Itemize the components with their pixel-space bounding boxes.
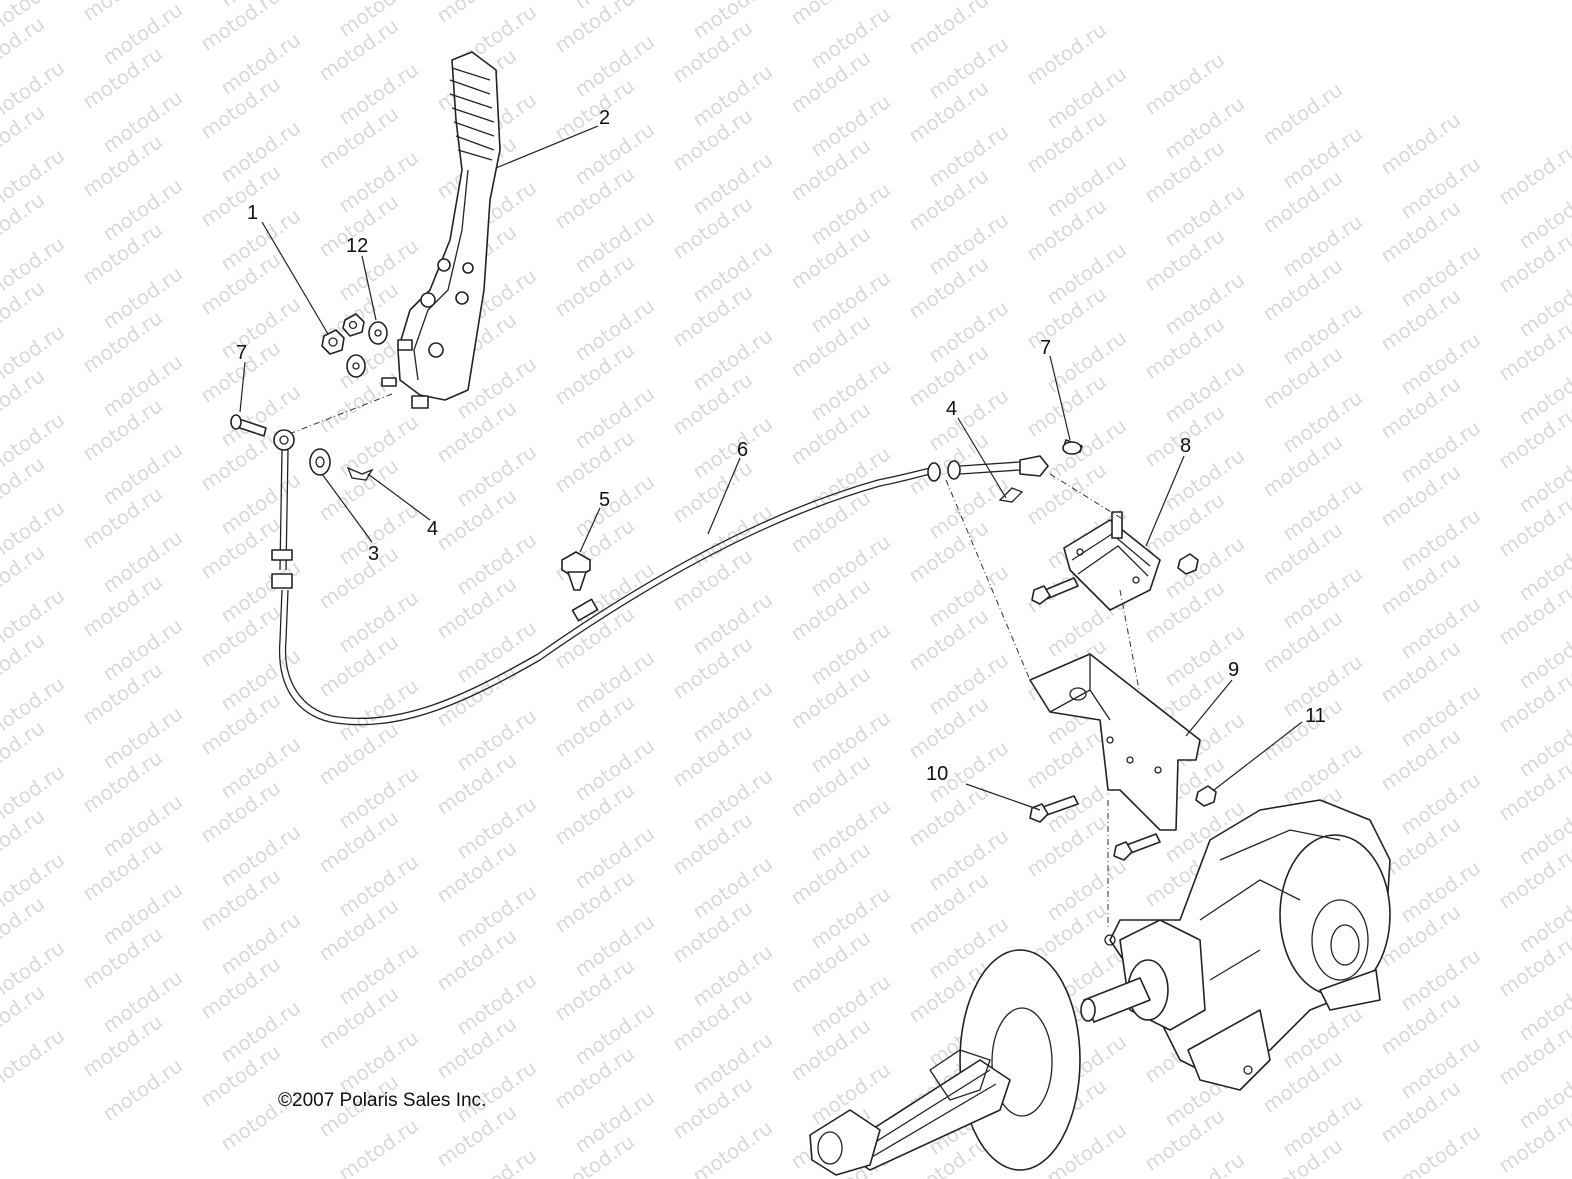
callout-8: 8 (1180, 435, 1191, 457)
callout-labels: 1 2 3 4 4 5 6 7 7 8 9 10 11 12 (236, 107, 1326, 785)
copyright-notice: ©2007 Polaris Sales Inc. (278, 1090, 487, 1111)
callout-6: 6 (737, 439, 748, 461)
callout-4-right: 4 (946, 398, 957, 420)
callout-3: 3 (368, 543, 379, 565)
callout-10: 10 (926, 763, 948, 785)
callout-2: 2 (599, 107, 610, 129)
leader-lines (239, 125, 1303, 811)
callout-12: 12 (346, 235, 368, 257)
callout-1: 1 (247, 202, 258, 224)
clip-right (998, 487, 1024, 503)
brake-disc-driveshaft (809, 949, 1081, 1176)
mount-bracket (1029, 653, 1201, 831)
brake-cable (271, 429, 1049, 726)
clevis-pin-left (230, 414, 267, 437)
clevis-pin-right (1062, 439, 1083, 455)
bolts-and-nut (1029, 785, 1217, 861)
push-fastener (561, 551, 591, 591)
callout-7-right: 7 (1040, 337, 1051, 359)
callout-5: 5 (599, 489, 610, 511)
callout-11: 11 (1305, 705, 1326, 727)
cable-bracket (1063, 511, 1199, 611)
brake-lever (381, 51, 501, 409)
washer-and-clip-left (309, 448, 374, 481)
gearcase (1080, 799, 1391, 1091)
callout-7-left: 7 (236, 342, 247, 364)
callout-4-left: 4 (427, 518, 438, 540)
bracket-bolt (1031, 577, 1079, 605)
hardware-nuts-washers (321, 313, 388, 378)
callout-9: 9 (1228, 659, 1239, 681)
